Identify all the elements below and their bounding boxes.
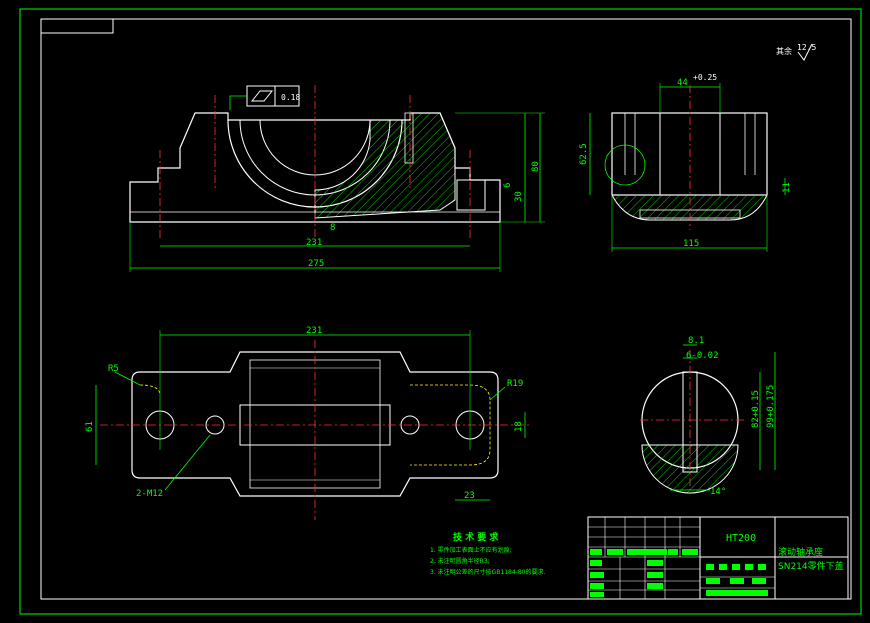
notes-line-1: 1. 零件加工表面上不应有划痕; — [430, 546, 512, 554]
front-dim-foot: 6 — [503, 183, 513, 188]
top-view-outline — [131, 351, 499, 497]
roughness-annotation: 其余 12.5 — [776, 43, 816, 61]
side-dim-width: 115 — [683, 239, 699, 249]
roughness-note: 其余 — [776, 46, 792, 56]
detail-view: 8.1 6-0.02 82+0.15 99+0.175 14° — [640, 336, 776, 497]
section-hatch-area — [314, 112, 456, 219]
notes-title: 技 术 要 求 — [453, 531, 499, 543]
bearing-bore-inner — [259, 119, 371, 176]
detail-dim-depth1: 82+0.15 — [751, 390, 761, 428]
notes-line-3: 3. 未注明公差的尺寸按GB1184-80的要求. — [430, 568, 545, 576]
title-block: HT200 滚动轴承座 SN214零件下盖 — [587, 516, 849, 600]
detail-dim-key-width: 8.1 — [688, 336, 704, 346]
detail-dim-angle: 14° — [710, 487, 726, 497]
side-dim-center-height: 62.5 — [579, 143, 589, 165]
oil-slot — [404, 112, 414, 164]
parallelism-icon — [250, 90, 274, 102]
front-tolerance-value: 0.18 — [281, 93, 300, 102]
notes-line-2: 2. 未注明圆角半径R3; — [430, 557, 490, 565]
front-view: 0.18 275 231 80 30 6 8 — [129, 85, 545, 272]
side-dim-slot-tol: +0.25 — [693, 73, 717, 82]
top-dim-fillet-right: R19 — [507, 379, 523, 389]
title-block-part-name-1: 滚动轴承座 — [778, 546, 823, 558]
title-block-part-name-2: SN214零件下盖 — [778, 560, 844, 572]
top-dim-thread: 2-M12 — [136, 489, 163, 499]
side-dim-bottom: 11 — [782, 182, 792, 193]
roughness-symbol-icon — [797, 43, 813, 61]
detail-circle-icon — [604, 144, 646, 186]
bolt-hole-section — [456, 179, 486, 211]
roughness-value: 12.5 — [797, 43, 816, 52]
detail-dim-key-tol: 6-0.02 — [686, 351, 719, 361]
front-dim-small: 8 — [330, 223, 335, 233]
top-dim-bolt-span: 231 — [306, 326, 322, 336]
side-view: 115 44 +0.25 62.5 11 — [579, 73, 792, 252]
front-dim-base: 30 — [514, 191, 524, 202]
title-block-material: HT200 — [726, 533, 756, 544]
sheet-inner-frame — [40, 18, 852, 600]
top-dim-fillet-left: R5 — [108, 364, 119, 374]
top-dim-hole: 18 — [514, 421, 524, 432]
front-dim-height: 80 — [531, 161, 541, 172]
drawing-code-box — [40, 18, 114, 34]
top-view: 231 61 R5 R19 18 23 2-M12 — [85, 326, 530, 520]
top-dim-width: 61 — [85, 421, 95, 432]
side-dim-slot: 44 — [677, 78, 688, 88]
sheet-outer-border — [19, 8, 862, 615]
front-dim-overall-length: 275 — [308, 259, 324, 269]
front-dim-bolt-span: 231 — [306, 238, 322, 248]
technical-notes: 技 术 要 求 1. 零件加工表面上不应有划痕; 2. 未注明圆角半径R3; 3… — [430, 531, 545, 576]
detail-dim-depth2: 99+0.175 — [766, 385, 776, 428]
top-dim-edge: 23 — [464, 491, 475, 501]
